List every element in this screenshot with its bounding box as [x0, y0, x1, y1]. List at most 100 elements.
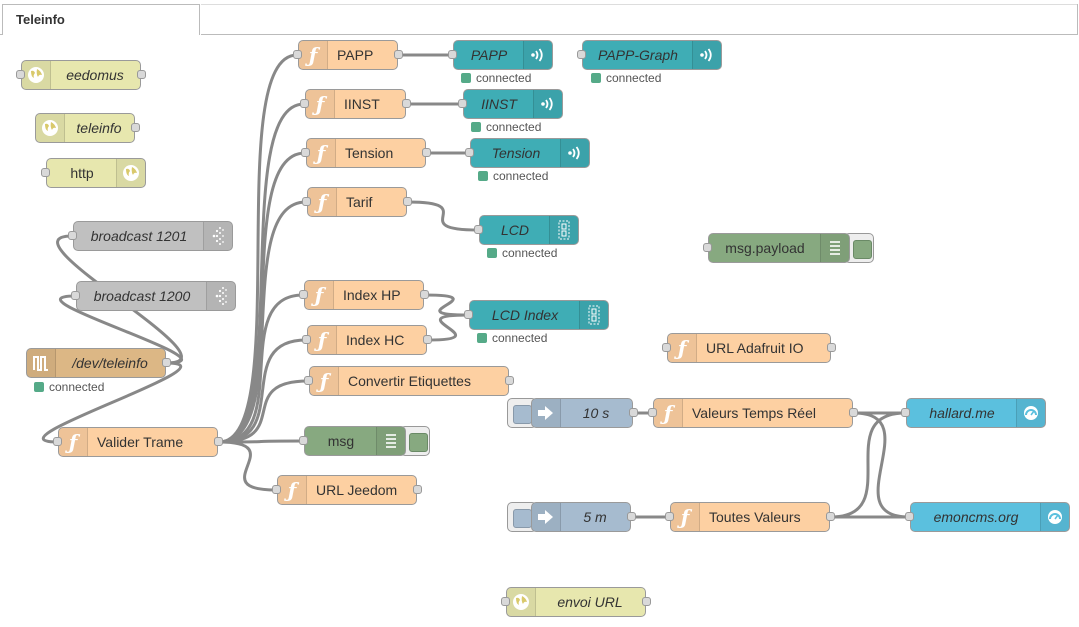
output-port[interactable]: [627, 512, 636, 521]
wire-valider-trame-to-papp-fn[interactable]: [218, 53, 298, 444]
input-port[interactable]: [905, 512, 914, 521]
node-iinst-ws[interactable]: IINST: [463, 89, 563, 119]
output-port[interactable]: [423, 335, 432, 344]
function-icon: ƒ: [668, 334, 697, 362]
wire-dev-teleinfo-to-broadcast1200[interactable]: [58, 294, 184, 365]
websocket-icon: [560, 139, 589, 167]
node-label: Tarif: [346, 194, 373, 210]
node-msg-debug[interactable]: msg: [304, 426, 406, 456]
input-port[interactable]: [464, 310, 473, 319]
input-port[interactable]: [16, 70, 25, 79]
input-port[interactable]: [53, 437, 62, 446]
node-papp-ws[interactable]: PAPP: [453, 40, 553, 70]
wire-valeurs-tr-to-emoncms[interactable]: [853, 411, 910, 519]
input-port[interactable]: [302, 197, 311, 206]
output-port[interactable]: [162, 358, 171, 367]
node-convertir-fn[interactable]: ƒ Convertir Etiquettes: [309, 366, 509, 396]
input-port[interactable]: [501, 597, 510, 606]
node-msg-payload[interactable]: msg.payload: [708, 233, 850, 263]
websocket-icon: [579, 301, 608, 329]
input-port[interactable]: [662, 343, 671, 352]
input-port[interactable]: [293, 50, 302, 59]
input-port[interactable]: [300, 99, 309, 108]
wire-tarif-fn-to-lcd-ws[interactable]: [407, 200, 479, 232]
node-tension-ws[interactable]: Tension: [470, 138, 590, 168]
input-port[interactable]: [648, 408, 657, 417]
node-teleinfo-http[interactable]: teleinfo: [35, 113, 135, 143]
output-port[interactable]: [826, 512, 835, 521]
output-port[interactable]: [422, 148, 431, 157]
input-port[interactable]: [299, 290, 308, 299]
input-port[interactable]: [68, 231, 77, 240]
input-port[interactable]: [304, 376, 313, 385]
input-port[interactable]: [577, 50, 586, 59]
output-port[interactable]: [402, 99, 411, 108]
node-envoi-url[interactable]: envoi URL: [506, 587, 646, 617]
output-port[interactable]: [629, 408, 638, 417]
node-eedomus[interactable]: eedomus: [21, 60, 141, 90]
node-hallard[interactable]: hallard.me: [906, 398, 1046, 428]
output-port[interactable]: [137, 70, 146, 79]
wire-index-hp-fn-to-lcd-index-ws[interactable]: [424, 293, 469, 317]
node-inject-10s[interactable]: 10 s: [531, 398, 633, 428]
input-port[interactable]: [299, 436, 308, 445]
input-port[interactable]: [41, 168, 50, 177]
output-port[interactable]: [505, 376, 514, 385]
wire-valider-trame-to-tarif-fn[interactable]: [218, 200, 307, 444]
input-port[interactable]: [665, 512, 674, 521]
output-port[interactable]: [642, 597, 651, 606]
node-lcd-ws[interactable]: LCD: [479, 215, 579, 245]
output-port[interactable]: [849, 408, 858, 417]
input-port[interactable]: [465, 148, 474, 157]
node-dev-teleinfo[interactable]: /dev/teleinfo: [26, 348, 166, 378]
input-port[interactable]: [901, 408, 910, 417]
input-port[interactable]: [302, 335, 311, 344]
node-label: Tension: [491, 145, 541, 161]
output-port[interactable]: [413, 485, 422, 494]
wire-valider-trame-to-msg-debug[interactable]: [218, 439, 304, 444]
node-broadcast1201[interactable]: broadcast 1201: [73, 221, 233, 251]
node-lcd-index-ws[interactable]: LCD Index: [469, 300, 609, 330]
output-port[interactable]: [214, 437, 223, 446]
output-port[interactable]: [394, 50, 403, 59]
wire-valider-trame-to-convertir-fn[interactable]: [218, 379, 309, 444]
node-emoncms[interactable]: emoncms.org: [910, 502, 1070, 532]
wire-valider-trame-to-index-hp-fn[interactable]: [218, 293, 304, 444]
debug-icon: [376, 427, 405, 455]
node-broadcast1200[interactable]: broadcast 1200: [76, 281, 236, 311]
input-port[interactable]: [448, 50, 457, 59]
input-port[interactable]: [301, 148, 310, 157]
wire-dev-teleinfo-to-valider-trame[interactable]: [41, 361, 183, 444]
node-http[interactable]: http: [46, 158, 146, 188]
node-label: broadcast 1200: [93, 288, 191, 304]
node-label: Convertir Etiquettes: [348, 373, 471, 389]
input-port[interactable]: [703, 243, 712, 252]
input-port[interactable]: [272, 485, 281, 494]
function-icon: ƒ: [310, 367, 339, 395]
wire-valider-trame-to-index-hc-fn[interactable]: [218, 338, 307, 444]
wire-toutes-valeurs-to-hallard[interactable]: [830, 411, 906, 519]
node-inject-5m[interactable]: 5 m: [531, 502, 631, 532]
tab-teleinfo[interactable]: Teleinfo: [2, 4, 200, 35]
wire-index-hc-fn-to-lcd-index-ws[interactable]: [427, 313, 469, 342]
node-papp-graph-ws[interactable]: PAPP-Graph: [582, 40, 722, 70]
input-port[interactable]: [71, 291, 80, 300]
output-port[interactable]: [827, 343, 836, 352]
output-port[interactable]: [420, 290, 429, 299]
input-port[interactable]: [474, 225, 483, 234]
output-port[interactable]: [131, 123, 140, 132]
wire-valider-trame-to-url-jeedom[interactable]: [218, 440, 277, 492]
input-port[interactable]: [458, 99, 467, 108]
output-port[interactable]: [403, 197, 412, 206]
